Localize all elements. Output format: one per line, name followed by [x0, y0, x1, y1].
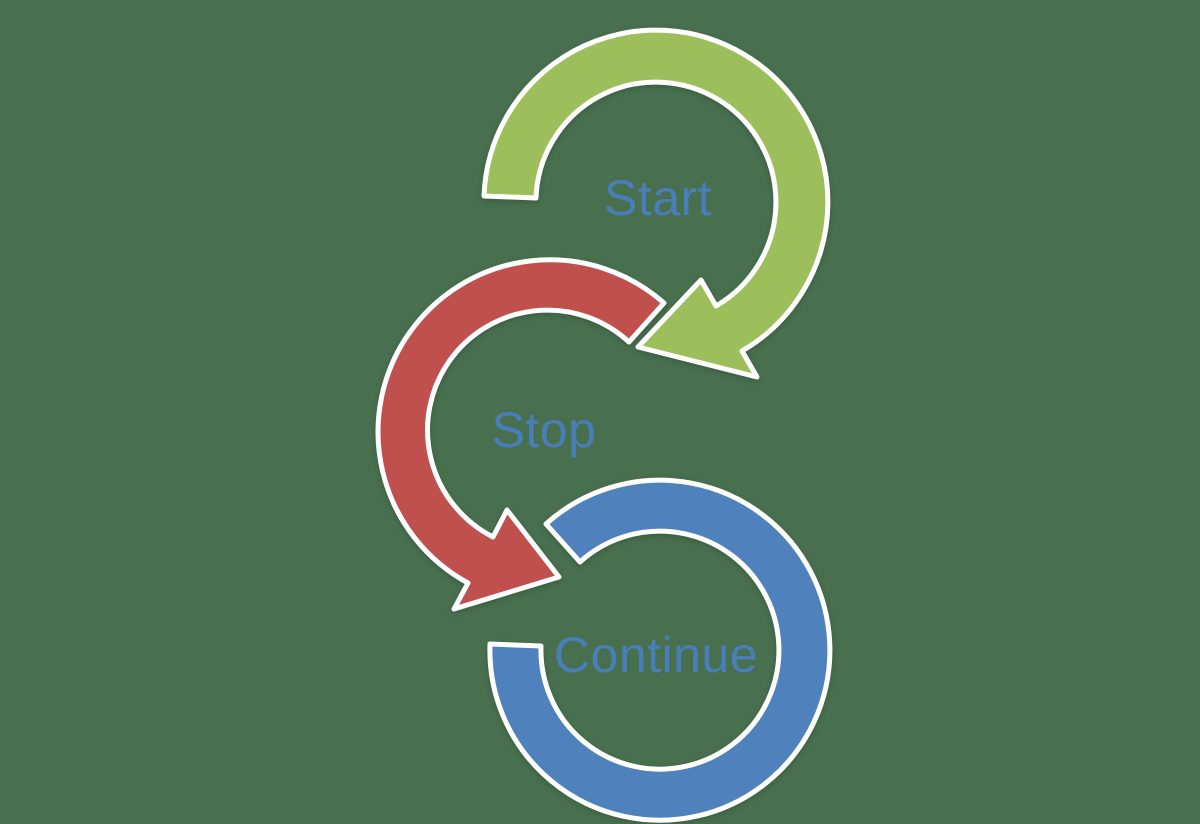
stop-circular-arrow	[375, 257, 667, 612]
start-label: Start	[604, 170, 712, 226]
continue-label: Continue	[554, 627, 758, 683]
stop-label: Stop	[492, 402, 597, 458]
start-circular-arrow	[481, 27, 831, 380]
continue-open-ring	[487, 477, 833, 823]
